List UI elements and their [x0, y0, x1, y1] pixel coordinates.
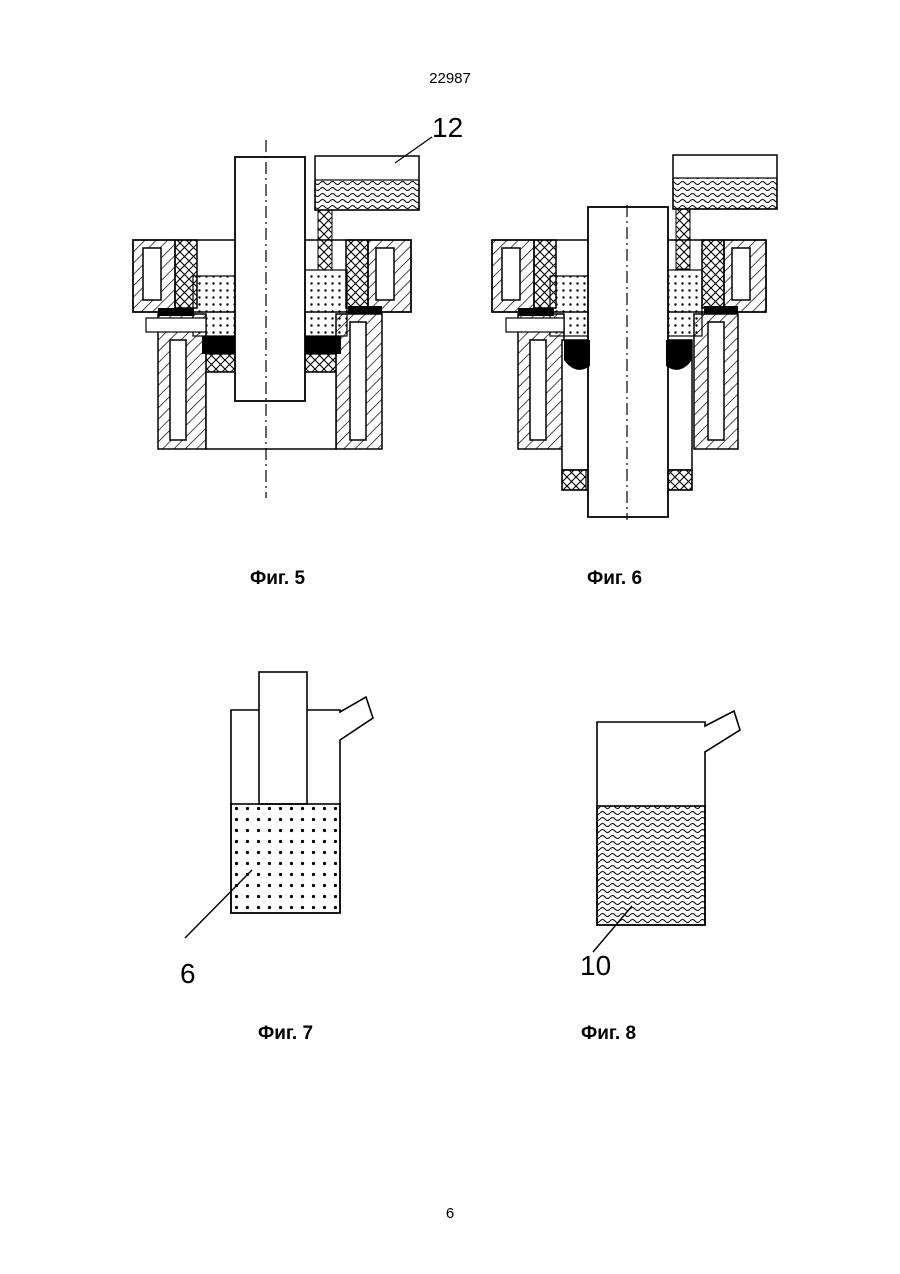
- page-number: 6: [0, 1205, 900, 1222]
- fig5-callout-label: 12: [432, 112, 463, 144]
- figure-7-drawing: [185, 672, 373, 938]
- fig8-caption: Фиг. 8: [581, 1023, 636, 1045]
- figure-8-drawing: [593, 711, 740, 952]
- figure-5-drawing: [133, 137, 432, 498]
- fig7-callout-label: 6: [180, 958, 196, 990]
- fig6-caption: Фиг. 6: [587, 568, 642, 590]
- fig8-callout-label: 10: [580, 950, 611, 982]
- fig7-caption: Фиг. 7: [258, 1023, 313, 1045]
- fig5-caption: Фиг. 5: [250, 568, 305, 590]
- figure-6-drawing: [492, 155, 777, 520]
